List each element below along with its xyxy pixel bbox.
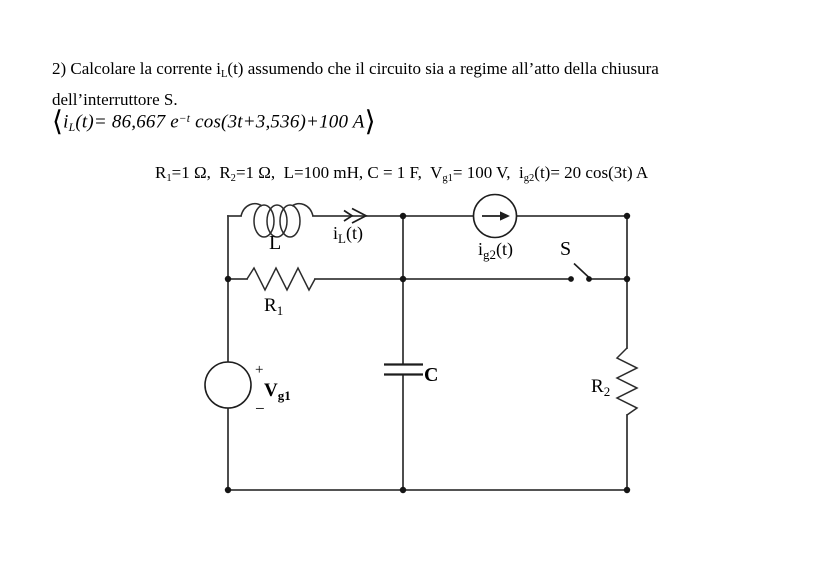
node-dot — [623, 486, 631, 494]
problem-statement: 2) Calcolare la corrente iL(t) assumendo… — [52, 56, 782, 112]
switch-contact-dot — [586, 276, 592, 282]
switch — [568, 262, 592, 282]
resistor-r2-zigzag — [615, 347, 639, 416]
inductor-label: L — [269, 232, 281, 254]
angle-bracket-open: ⟨ — [52, 104, 64, 138]
minus-sign: − — [255, 399, 265, 418]
param-text: =1 Ω, R — [171, 163, 231, 182]
formula-subscript: L — [68, 120, 76, 134]
circuit-wires — [227, 215, 628, 491]
formula-exponent: −t — [178, 113, 191, 125]
node-dot — [623, 212, 631, 220]
resistor-r2-label: R2 — [591, 376, 610, 399]
voltage-source-label: Vg1 — [264, 380, 291, 403]
inductor-right-arc — [291, 203, 314, 217]
statement-text: 2) Calcolare la corrente i — [52, 59, 221, 78]
param-subscript: g2 — [523, 172, 535, 184]
node-dot — [399, 212, 407, 220]
capacitor-label: C — [424, 364, 438, 386]
parameters-line: R1=1 Ω, R2=1 Ω, L=100 mH, C = 1 F, Vg1= … — [155, 163, 648, 184]
angle-bracket-close: ⟩ — [364, 104, 376, 138]
arrow-chevron-large — [351, 207, 368, 224]
statement-line-2: dell’interruttore S. — [52, 87, 782, 112]
resistor-r1-zigzag — [246, 266, 316, 292]
param-text: R — [155, 163, 167, 182]
junction-nodes — [224, 212, 631, 494]
node-dot — [224, 486, 232, 494]
current-source — [472, 193, 518, 239]
node-dot — [623, 275, 631, 283]
formula-term: i — [63, 111, 69, 133]
param-text: = 100 V, i — [452, 163, 524, 182]
inductor-left-arc — [240, 203, 263, 217]
circuit-labels: L iL(t) ig2(t) S R1 R2 C Vg1 + − — [255, 223, 610, 418]
inductor-loop — [253, 204, 275, 238]
param-subscript: 2 — [230, 172, 236, 184]
current-direction-arrow — [343, 207, 368, 224]
switch-label: S — [560, 238, 571, 260]
plus-sign: + — [255, 362, 263, 378]
formula-term: (t)= 86,667 e — [75, 111, 179, 133]
inductor-loop — [266, 204, 288, 238]
current-source-arrow-head — [500, 211, 510, 221]
voltage-source-circle — [204, 361, 252, 409]
il-subscript: L — [220, 68, 228, 80]
capacitor — [384, 363, 423, 376]
node-dot — [399, 486, 407, 494]
ig2-source-label: ig2(t) — [478, 239, 513, 262]
il-current-label: iL(t) — [333, 223, 363, 246]
arrow-chevron-small — [343, 209, 354, 222]
resistor-r1-label: R1 — [264, 295, 283, 318]
param-text: (t)= 20 cos(3t) A — [534, 163, 649, 182]
inductor — [240, 203, 314, 238]
param-subscript: 1 — [166, 172, 172, 184]
statement-line-1: 2) Calcolare la corrente iL(t) assumendo… — [52, 56, 782, 87]
switch-blade — [573, 262, 590, 279]
node-dot — [399, 275, 407, 283]
node-dot — [224, 275, 232, 283]
solution-formula: ⟨iL(t)= 86,667 e−t cos(3t+3,536)+100 A⟩ — [52, 103, 376, 144]
switch-contact-dot — [568, 276, 574, 282]
statement-text: dell’interruttore S. — [52, 89, 178, 109]
formula-term: cos(3t+3,536)+100 A — [190, 111, 365, 133]
param-text: =1 Ω, L=100 mH, C = 1 F, V — [235, 163, 443, 182]
inductor-loop — [279, 204, 301, 238]
param-subscript: g1 — [442, 172, 453, 184]
statement-text: (t) assumendo che il circuito sia a regi… — [227, 59, 659, 78]
